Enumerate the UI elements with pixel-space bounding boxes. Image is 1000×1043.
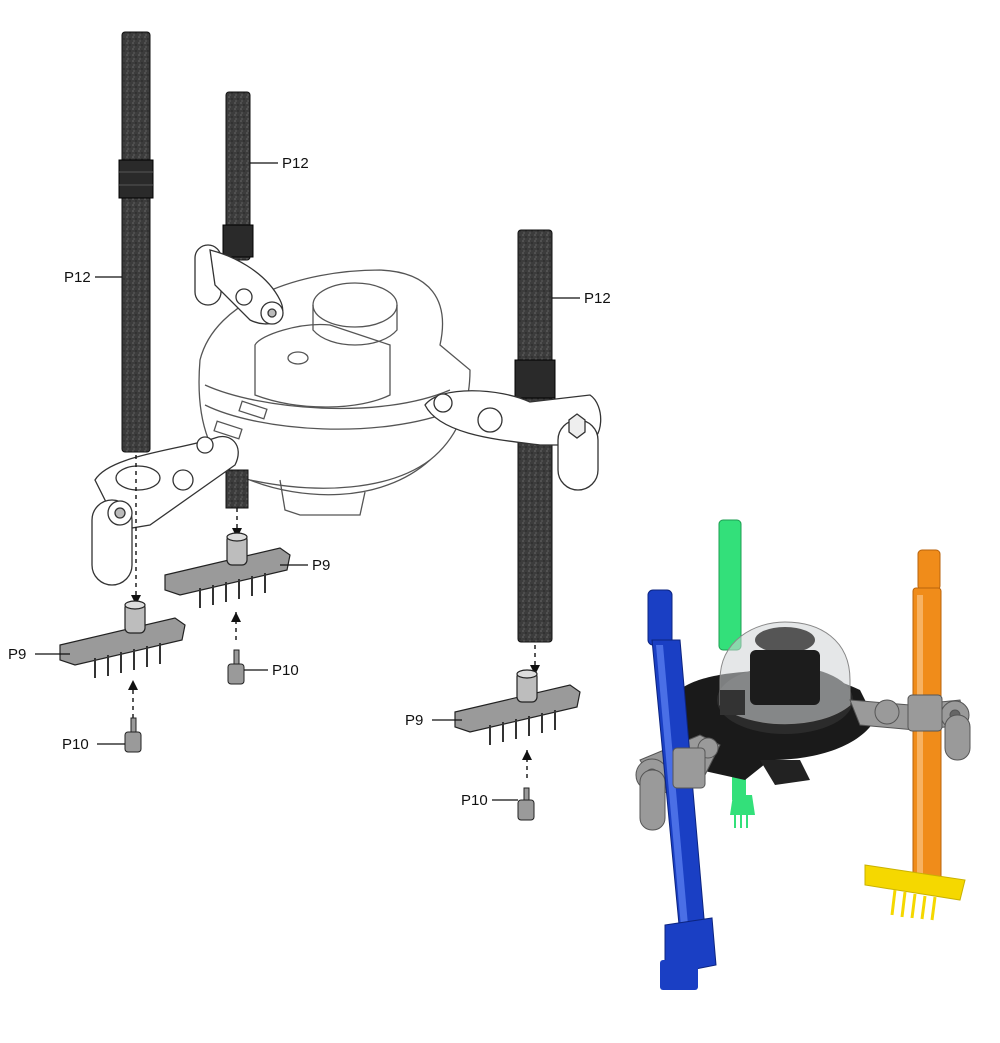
label-cap-middle: P10 — [272, 662, 299, 679]
leader-lines — [35, 162, 580, 801]
pen-left — [118, 31, 154, 453]
label-base-middle: P9 — [312, 557, 330, 574]
robot-body — [680, 621, 875, 785]
yellow-rake — [864, 864, 966, 921]
assembly-arrows — [132, 455, 536, 782]
photo-clamps — [635, 694, 971, 831]
arrow-heads — [128, 528, 540, 760]
assembled-robot-photo — [635, 519, 971, 990]
label-cap-right: P10 — [461, 792, 488, 809]
label-pen-right: P12 — [584, 290, 611, 307]
blue-pen — [647, 589, 717, 990]
pen-base-left — [59, 600, 186, 678]
cap-middle — [227, 649, 245, 685]
label-cap-left: P10 — [62, 736, 89, 753]
cap-left — [124, 717, 142, 753]
cap-right — [517, 787, 535, 821]
pen-base-right — [454, 669, 581, 745]
label-base-right: P9 — [405, 712, 423, 729]
clamp-arm-middle — [194, 244, 284, 325]
pen-middle — [222, 91, 254, 509]
label-pen-left: P12 — [64, 269, 91, 286]
line-drawing: P12 P12 P12 P9 P9 P9 P10 P10 P10 — [8, 31, 611, 821]
orange-pen — [912, 549, 942, 889]
clamp-arm-right — [424, 390, 602, 491]
pen-base-middle — [164, 532, 291, 608]
label-base-left: P9 — [8, 646, 26, 663]
label-pen-middle: P12 — [282, 155, 309, 172]
clamp-arm-left — [91, 435, 239, 586]
